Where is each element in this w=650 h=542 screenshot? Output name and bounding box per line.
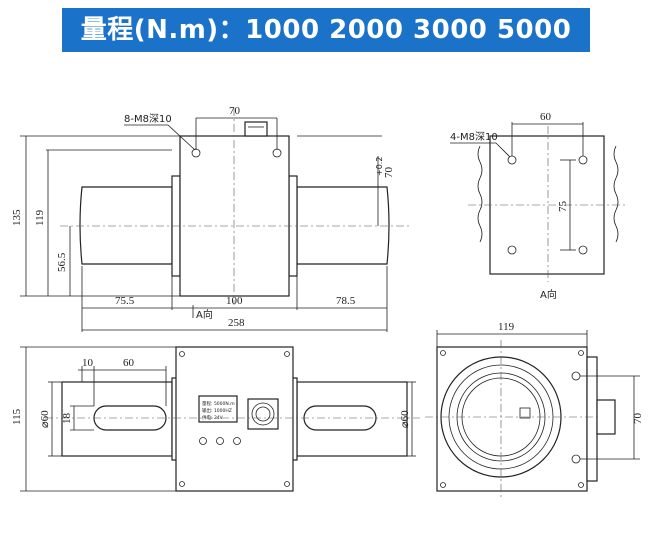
front-dim-tol-base: 70: [383, 167, 395, 179]
top-view: 量程: 5000N.m 输出: 1000HZ 供电: 24V 115 ⌀60 1…: [11, 346, 420, 492]
range-banner: 量程(N.m)：1000 2000 3000 5000: [62, 8, 590, 52]
front-connector: [244, 121, 268, 137]
top-dim-key-length: 60: [123, 357, 135, 369]
nameplate: [198, 395, 238, 423]
end-dim-connector-height: 70: [632, 413, 644, 425]
front-dim-body-width: 100: [226, 295, 243, 307]
led-1: [199, 437, 207, 445]
front-dim-left-shaft: 75.5: [115, 295, 135, 307]
side-view: 4-M8深10 60 75 A向: [450, 111, 628, 301]
front-dim-total-height: 135: [11, 209, 23, 226]
front-dim-center-height: 56.5: [56, 252, 68, 272]
top-dim-key-width: 18: [61, 413, 73, 425]
top-dim-total-height: 115: [11, 408, 23, 425]
front-dim-tol-upper: +0.2: [375, 157, 384, 176]
front-body: [179, 135, 290, 297]
side-hole-bl: [507, 245, 517, 255]
front-dim-top-width: 70: [229, 105, 241, 117]
side-dim-height: 75: [557, 201, 569, 213]
led-3: [233, 437, 241, 445]
nameplate-line3: 供电: 24V: [202, 414, 224, 421]
side-hole-br: [578, 245, 588, 255]
nameplate-line2: 输出: 1000HZ: [202, 407, 232, 414]
front-view-a-label: A向: [196, 308, 213, 321]
end-view: 119 70: [425, 321, 644, 500]
side-view-label: A向: [540, 288, 557, 301]
front-view: 8-M8深10 70 135 119 56.5 75.5 100 78.5 25…: [11, 105, 410, 332]
front-dim-total-length: 258: [228, 317, 245, 329]
nameplate-line1: 量程: 5000N.m: [202, 400, 235, 407]
front-dim-right-shaft: 78.5: [336, 295, 356, 307]
top-dim-key-offset: 10: [82, 357, 94, 369]
top-dim-shaft-dia-right: ⌀60: [399, 410, 411, 428]
side-hole-callout: 4-M8深10: [450, 131, 498, 143]
front-left-shaft: [79, 186, 173, 265]
top-connector: [247, 398, 279, 430]
front-hole-callout: 8-M8深10: [124, 113, 172, 125]
front-dim-shaft-height: 119: [34, 209, 46, 226]
front-right-shaft: [296, 186, 390, 265]
led-2: [216, 437, 224, 445]
end-connector: [596, 399, 616, 435]
side-dim-width: 60: [540, 111, 552, 123]
end-dim-width: 119: [498, 321, 515, 333]
top-dim-shaft-dia-left: ⌀60: [39, 410, 51, 428]
